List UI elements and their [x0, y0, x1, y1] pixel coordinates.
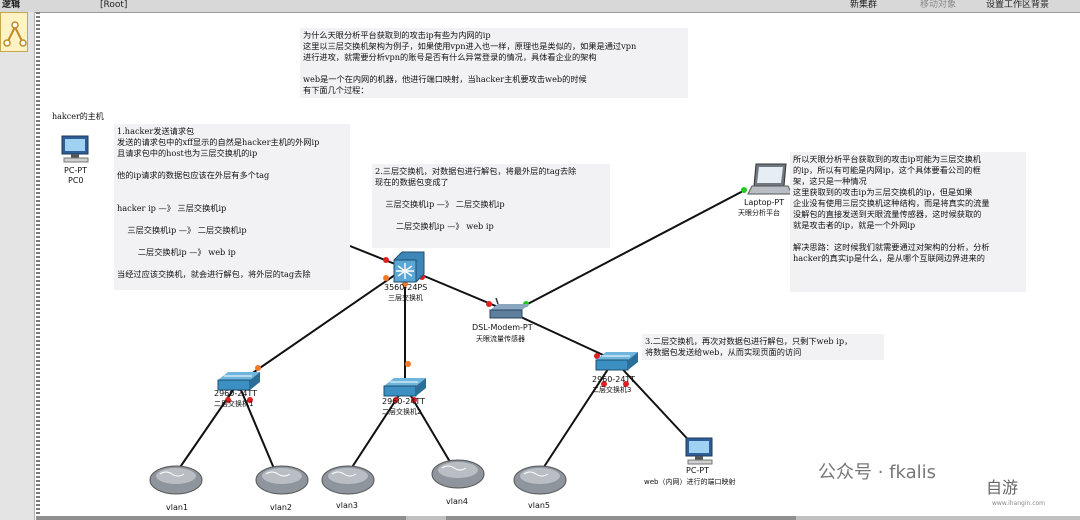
core-type-label: 3560-24PS — [384, 283, 428, 292]
vlan2-label: vlan2 — [270, 503, 293, 512]
port-led — [247, 397, 253, 403]
port-led — [594, 353, 600, 359]
note-step1[interactable]: 1.hacker发送请求包 发送的请求包中的xff显示的自然是hacker主机的… — [114, 124, 350, 290]
laptop-icon[interactable] — [747, 163, 793, 195]
pc0-icon[interactable] — [61, 135, 89, 163]
link-sw3-vlan5 — [537, 359, 615, 477]
vlan1-label: vlan1 — [166, 503, 189, 512]
core-name-label: 三层交换机 — [388, 294, 423, 302]
watermark-url: www.ihangin.com — [992, 500, 1046, 507]
port-led — [623, 381, 629, 387]
note-intro[interactable]: 为什么天眼分析平台获取到的攻击ip有些为内网的ip 这里以三层交换机架构为例子，… — [300, 28, 688, 98]
cloud-vlan1-icon[interactable] — [149, 465, 203, 495]
cloud-vlan3-icon[interactable] — [321, 465, 375, 495]
links — [173, 189, 746, 479]
root-breadcrumb[interactable]: [Root] — [100, 0, 128, 10]
pc0-type-label: PC-PT — [64, 166, 88, 175]
web-pc-icon[interactable] — [685, 437, 713, 465]
port-led — [601, 381, 607, 387]
port-led — [411, 397, 417, 403]
panel-divider[interactable] — [36, 12, 40, 520]
link-sw1-vlan2 — [237, 382, 279, 479]
switch3-icon[interactable] — [595, 352, 638, 371]
sw2-type-label: 2960-24TT — [382, 397, 426, 406]
pc0-name-label: PC0 — [68, 176, 84, 185]
sw3-name-label: 二层交换机3 — [592, 386, 632, 394]
link-modem-sw3 — [509, 311, 615, 361]
port-led — [741, 187, 747, 193]
note-step2[interactable]: 2.三层交换机，对数据包进行解包，将最外层的tag去除 现在的数据包变成了 三层… — [372, 164, 610, 248]
port-led — [225, 397, 231, 403]
port-led — [383, 275, 389, 281]
port-led — [486, 301, 492, 307]
port-led — [255, 365, 261, 371]
vlan4-label: vlan4 — [446, 497, 469, 506]
sw3-type-label: 2960-24TT — [592, 375, 636, 384]
sw1-name-label: 二层交换机1 — [214, 400, 254, 408]
new-cluster-button[interactable]: 新集群 — [850, 0, 878, 10]
sw1-type-label: 2960-24TT — [214, 389, 258, 398]
web-type-label: PC-PT — [686, 466, 710, 475]
scrollbar-thumb[interactable] — [36, 516, 406, 520]
port-led — [393, 397, 399, 403]
note-analysis[interactable]: 所以天眼分析平台获取到的攻击ip可能为三层交换机 的ip，所以有可能是内网ip，… — [790, 152, 1026, 292]
core-switch-icon[interactable] — [393, 251, 425, 283]
port-led — [383, 257, 389, 263]
link-modem-laptop — [519, 189, 746, 309]
sw2-name-label: 二层交换机2 — [382, 408, 422, 416]
port-led — [405, 361, 411, 367]
cloud-vlan4-icon[interactable] — [431, 459, 485, 489]
vlan3-label: vlan3 — [336, 501, 359, 510]
logic-network-icon — [3, 21, 27, 47]
vlan5-label: vlan5 — [528, 501, 551, 510]
switch1-icon[interactable] — [217, 372, 260, 391]
logic-view-icon[interactable] — [0, 12, 28, 52]
watermark-text: 公众号 · fkalis — [818, 462, 937, 483]
watermark-logo: 自游 — [986, 478, 1019, 497]
left-panel — [0, 12, 35, 520]
laptop-name-label: 天眼分析平台 — [738, 209, 780, 217]
switch2-icon[interactable] — [383, 378, 426, 397]
set-background-button[interactable]: 设置工作区背景 — [986, 0, 1050, 10]
modem-icon[interactable] — [489, 297, 530, 319]
laptop-type-label: Laptop-PT — [744, 198, 785, 207]
menu-bar: 逻辑 [Root] 新集群 移动对象 设置工作区背景 — [0, 0, 1080, 13]
hacker-caption: hakcer的主机 — [52, 112, 104, 121]
logic-tab[interactable]: 逻辑 — [2, 0, 21, 10]
note-step3[interactable]: 3.二层交换机，再次对数据包进行解包，只剩下web ip， 将数据包发送给web… — [642, 334, 884, 360]
cloud-vlan2-icon[interactable] — [255, 465, 309, 495]
cloud-vlan5-icon[interactable] — [513, 465, 567, 495]
move-object-button[interactable]: 移动对象 — [920, 0, 957, 10]
horizontal-scrollbar[interactable] — [36, 516, 1080, 520]
web-name-label: web（内网）进行的端口映射 — [644, 478, 736, 486]
modem-type-label: DSL-Modem-PT — [472, 323, 533, 332]
link-sw3-web — [613, 359, 697, 449]
modem-name-label: 天眼流量传感器 — [476, 335, 525, 343]
scrollbar-thumb-secondary[interactable] — [446, 516, 796, 520]
link-core-sw1 — [237, 267, 406, 384]
